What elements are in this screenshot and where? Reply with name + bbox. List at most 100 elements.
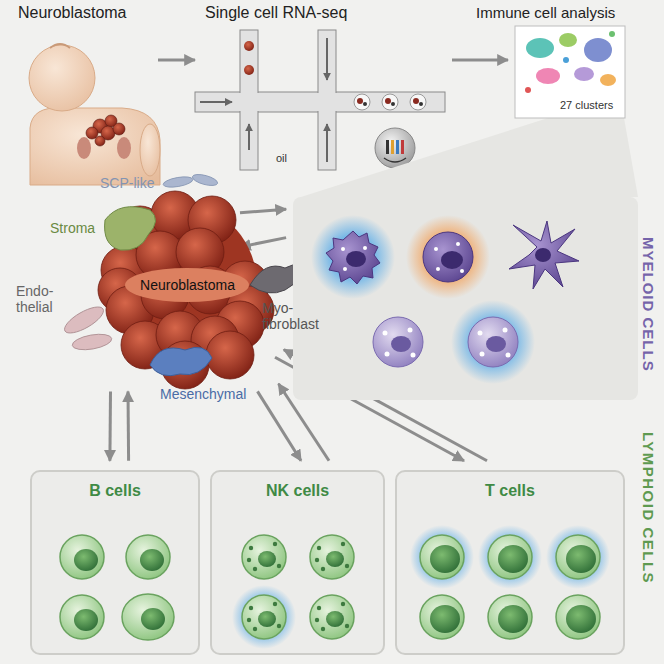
myeloid-drawing xyxy=(506,353,511,358)
lymphoid-box: T cells xyxy=(395,470,625,655)
baby-figure xyxy=(113,123,125,135)
nk-cell-drawing xyxy=(232,585,296,649)
interaction-arrow xyxy=(127,391,131,460)
nk-cell-drawing xyxy=(315,558,319,562)
nk-cell-drawing xyxy=(212,472,383,653)
microfluidic-chip xyxy=(354,94,426,110)
baby-figure xyxy=(29,44,160,185)
step-label: Immune cell analysis xyxy=(476,4,615,21)
myeloid-drawing xyxy=(486,336,506,352)
cell-label: SCP-like xyxy=(100,175,154,191)
b-cell-drawing xyxy=(60,535,104,579)
nk-cell-drawing xyxy=(273,602,277,606)
label-anchor: Neuroblastoma xyxy=(18,4,127,22)
myeloid-drawing xyxy=(434,247,438,251)
microfluidic-chip xyxy=(326,38,328,80)
t-cell-drawing xyxy=(556,535,600,579)
t-cell-drawing xyxy=(556,595,600,639)
nk-cell-drawing xyxy=(242,595,286,639)
b-cell-drawing xyxy=(74,549,98,571)
plot-label: 27 clusters xyxy=(560,99,613,112)
nk-cell-drawing xyxy=(345,564,349,568)
t-cell-drawing xyxy=(546,525,610,589)
baby-figure xyxy=(86,127,98,139)
t-cell-drawing xyxy=(410,525,474,589)
label-anchor: Mesenchymal xyxy=(160,386,246,402)
nk-cell-drawing xyxy=(247,558,251,562)
microfluidic-chip xyxy=(200,101,232,103)
b-cell-drawing xyxy=(141,608,165,630)
nk-cell-drawing xyxy=(317,606,321,610)
microfluidic-chip xyxy=(244,65,254,75)
cluster-plot xyxy=(301,26,638,197)
t-cell-drawing xyxy=(410,525,474,589)
group-heading: MYELOID CELLS xyxy=(639,237,657,372)
nk-cell-drawing xyxy=(317,546,321,550)
t-cell-drawing xyxy=(556,595,600,639)
myeloid-drawing xyxy=(326,231,380,284)
microfluidic-chip xyxy=(382,94,398,110)
baby-figure xyxy=(30,108,160,185)
tumor-node: Neuroblastoma xyxy=(100,190,275,380)
baby-figure xyxy=(117,137,131,159)
t-cell-drawing xyxy=(488,535,532,579)
myeloid-drawing xyxy=(346,251,366,267)
scp-like-cells xyxy=(162,172,218,189)
endothelial-cells xyxy=(71,332,113,353)
label-anchor: Immune cell analysis xyxy=(476,4,615,21)
nk-cell-drawing xyxy=(247,618,251,622)
myeloid-drawing xyxy=(411,353,416,358)
microfluidic-chip xyxy=(244,41,254,51)
nk-cell-drawing xyxy=(253,567,257,571)
myeloid-drawing xyxy=(311,215,395,299)
nk-cell-drawing xyxy=(232,585,296,649)
cluster-plot xyxy=(301,118,638,197)
b-cell-drawing xyxy=(60,595,104,639)
myeloid-drawing xyxy=(451,300,535,384)
myeloid-drawing xyxy=(423,232,473,282)
myeloid-drawing xyxy=(535,248,551,262)
label-anchor: 27 clusters xyxy=(560,99,613,112)
nk-cell-drawing xyxy=(277,624,281,628)
nk-cell-drawing xyxy=(258,611,276,627)
cluster-plot xyxy=(536,68,560,84)
cluster-plot xyxy=(526,38,554,58)
nk-cell-drawing xyxy=(310,535,354,579)
microfluidic-chip xyxy=(401,140,404,154)
microfluidic-chip xyxy=(384,158,406,162)
cluster-plot xyxy=(515,26,625,118)
t-cell-drawing xyxy=(420,595,464,639)
t-cell-drawing xyxy=(478,525,542,589)
label-anchor: Endo- thelial xyxy=(16,283,70,315)
stroma-cell xyxy=(105,207,156,251)
microfluidic-chip xyxy=(413,98,419,104)
microfluidic-chip xyxy=(363,102,367,106)
tumor-drawing xyxy=(98,191,274,389)
myeloid-drawing xyxy=(451,300,535,384)
t-cell-drawing xyxy=(546,525,610,589)
myeloid-drawing xyxy=(373,317,423,367)
box-heading: T cells xyxy=(485,482,535,500)
b-cell-drawing xyxy=(122,594,174,640)
nk-cell-drawing xyxy=(242,535,286,579)
myeloid-drawing xyxy=(503,328,508,333)
cell-label: Mesenchymal xyxy=(160,386,246,402)
nk-cell-drawing xyxy=(321,627,325,631)
label-anchor: SCP-like xyxy=(100,175,154,191)
microfluidic-chip xyxy=(326,124,328,162)
nk-cell-drawing xyxy=(326,551,344,567)
myeloid-drawing xyxy=(406,215,490,299)
myeloid-drawing xyxy=(456,242,460,246)
myeloid-drawing xyxy=(408,328,413,333)
flow-arrow xyxy=(452,59,508,62)
myeloid-drawing xyxy=(383,331,388,336)
baby-figure xyxy=(140,124,160,176)
t-cell-drawing xyxy=(420,595,464,639)
nk-cell-drawing xyxy=(310,595,354,639)
microfluidic-chip xyxy=(241,31,257,169)
box-heading: B cells xyxy=(89,482,141,500)
baby-figure xyxy=(95,136,105,146)
scp-like-cells xyxy=(191,172,218,187)
cluster-plot xyxy=(563,57,569,63)
tumor-drawing xyxy=(125,268,249,302)
